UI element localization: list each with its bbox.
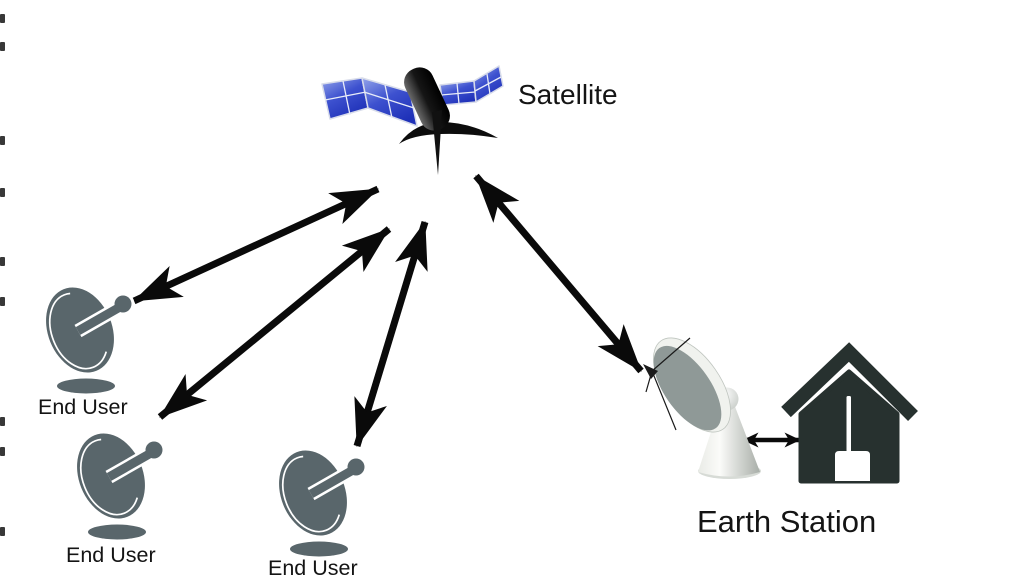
end-user-dish-icon-3 xyxy=(266,441,378,565)
end-user-label-1: End User xyxy=(38,395,128,419)
ground-station-dish-icon xyxy=(643,337,761,479)
link-satellite-enduser1 xyxy=(132,185,380,305)
link-satellite-enduser2 xyxy=(157,226,392,420)
scan-artifact xyxy=(0,14,5,23)
scan-artifact xyxy=(0,417,5,426)
scan-artifact xyxy=(0,297,5,306)
scan-artifact xyxy=(0,257,5,266)
house-door xyxy=(835,451,870,481)
scan-artifact xyxy=(0,188,5,197)
end-user-dish-icon-2 xyxy=(64,424,176,548)
scan-artifact xyxy=(0,447,5,456)
house-window-slit xyxy=(846,396,851,452)
satellite-label: Satellite xyxy=(518,79,618,110)
end-user-label-2: End User xyxy=(66,543,156,567)
link-satellite-enduser3 xyxy=(353,220,429,448)
scan-artifact xyxy=(0,527,5,536)
end-user-label-3: End User xyxy=(268,556,358,578)
house-icon xyxy=(781,342,918,484)
end-user-dish-icon-1 xyxy=(33,278,145,402)
satellite-icon xyxy=(321,65,504,175)
scan-artifact xyxy=(0,136,5,145)
scan-artifact xyxy=(0,42,5,51)
earth-station-label: Earth Station xyxy=(697,504,877,539)
link-satellite-earthstation xyxy=(473,173,644,374)
